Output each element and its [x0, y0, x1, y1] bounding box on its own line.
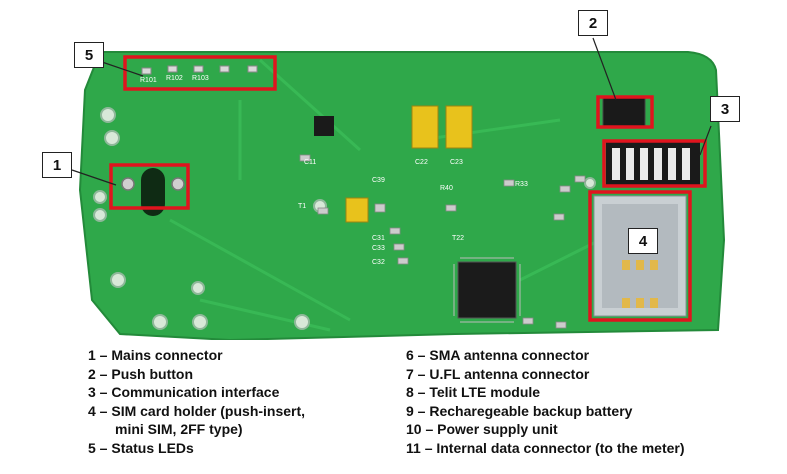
pcb-label: C33	[372, 245, 385, 252]
legend-item-5: 5 – Status LEDs	[88, 439, 194, 456]
small-ic	[314, 116, 334, 136]
legend-item-1: 1 – Mains connector	[88, 347, 223, 363]
pcb-label: C31	[372, 235, 385, 242]
tantalum-capacitor	[411, 105, 439, 149]
pcb-label: T1	[298, 203, 306, 210]
legend-item-7: 7 – U.FL antenna connector	[406, 365, 590, 382]
status-leds	[141, 65, 258, 75]
pcb-label: C23	[450, 159, 463, 166]
tantalum-capacitor	[445, 105, 473, 149]
pcb-label: R33	[515, 181, 528, 188]
legend-left: 1 – Mains connector 2 – Push button 3 – …	[88, 346, 305, 457]
pcb-label: C39	[372, 177, 385, 184]
silkscreen-labels: R101 R102 R103 C22 C23 C32 C33 C31 T1 R4…	[140, 75, 528, 266]
legend-right: 6 – SMA antenna connector 7 – U.FL anten…	[406, 346, 685, 457]
legend-item-9: 9 – Recharegeable backup battery	[406, 402, 633, 419]
mounting-holes	[93, 107, 596, 330]
legend-item-8: 8 – Telit LTE module	[406, 384, 541, 400]
pcb-label: R102	[166, 75, 183, 82]
pcb-label: R40	[440, 185, 453, 192]
legend-item-10: 10 – Power supply unit	[406, 421, 558, 437]
callout-label-2: 2	[578, 10, 608, 36]
telit-lte-module-chip	[457, 261, 517, 319]
callout-label-5: 5	[74, 42, 104, 68]
callout-label-3: 3	[710, 96, 740, 122]
highlight-status-leds	[123, 55, 277, 91]
mains-pin	[171, 177, 185, 191]
mains-connector-slot	[141, 168, 165, 216]
legend-item-3: 3 – Communication interface	[88, 384, 280, 400]
chip-pins	[453, 257, 521, 323]
tantalum-capacitor	[345, 197, 369, 223]
legend-item-6: 6 – SMA antenna connector	[406, 347, 590, 363]
pcb-label: R101	[140, 77, 157, 84]
highlight-sim-card-holder	[588, 190, 692, 322]
highlight-push-button	[596, 95, 654, 129]
pcb-label: R103	[192, 75, 209, 82]
highlight-mains-connector	[109, 163, 190, 210]
highlight-communication-interface	[602, 139, 707, 188]
pcb-label: C32	[372, 259, 385, 266]
sim-card-holder	[593, 195, 687, 317]
highlight-boxes	[109, 55, 707, 322]
pcb-label: C11	[304, 159, 316, 166]
communication-interface-pins	[606, 142, 700, 186]
legend-item-4-continued: mini SIM, 2FF type)	[115, 421, 243, 437]
push-button-body	[602, 97, 646, 129]
mains-pin	[121, 177, 135, 191]
legend-item-2: 2 – Push button	[88, 365, 193, 382]
pcb-label: T22	[452, 235, 464, 242]
callout-label-1: 1	[42, 152, 72, 178]
pcb-diagram: R101 R102 R103 C22 C23 C32 C33 C31 T1 R4…	[71, 37, 726, 340]
small-components	[299, 154, 586, 329]
callout-label-4: 4	[628, 228, 658, 254]
callout-leader-lines	[71, 37, 712, 186]
legend-item-11: 11 – Internal data connector (to the met…	[406, 439, 685, 456]
legend-item-4: 4 – SIM card holder (push-insert,	[88, 402, 306, 419]
pcb-label: C22	[415, 159, 428, 166]
